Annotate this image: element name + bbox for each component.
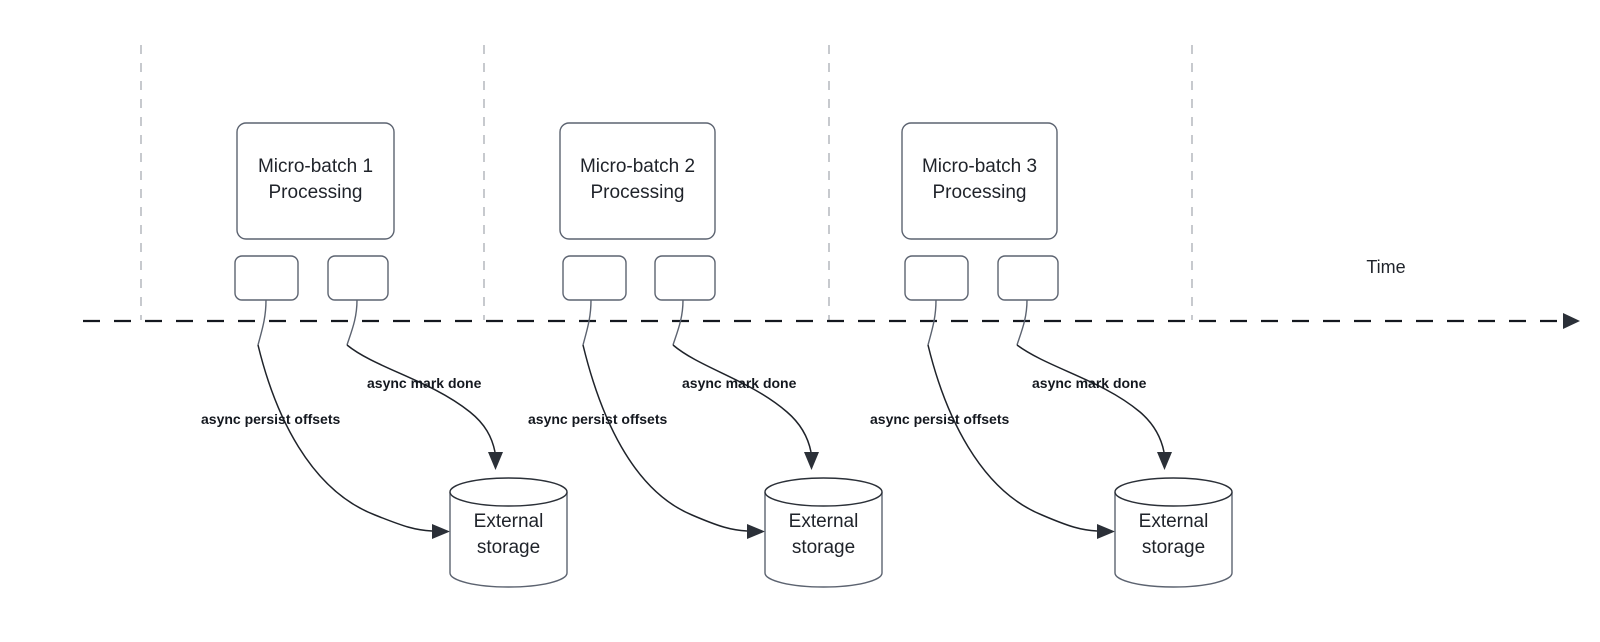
external-storage-1-top: [449, 477, 568, 507]
timeline-axis: Time: [83, 257, 1580, 329]
microbatch-1-label-line1: Micro-batch 1: [258, 156, 373, 177]
microbatch-1-mark-done-arrowhead-icon: [488, 452, 503, 470]
group-2: Micro-batch 2 Processing async persist o…: [528, 122, 883, 588]
microbatch-3-connector-left: [927, 299, 937, 346]
microbatch-1-persist-offsets-edge: [257, 344, 433, 532]
time-axis-label: Time: [1366, 257, 1405, 277]
microbatch-3-persist-offsets-label: async persist offsets: [870, 411, 1009, 427]
microbatch-2-label-line1: Micro-batch 2: [580, 156, 695, 177]
external-storage-1-label-line1: External: [474, 511, 544, 532]
timeline-arrowhead-icon: [1563, 313, 1580, 329]
external-storage-3-label-line2: storage: [1142, 537, 1205, 558]
group-3: Micro-batch 3 Processing async persist o…: [870, 122, 1233, 588]
microbatch-1-task-box-left[interactable]: [234, 255, 299, 301]
microbatch-2-mark-done-label: async mark done: [682, 375, 797, 391]
external-storage-2-body: [764, 492, 883, 588]
microbatch-1-mark-done-label: async mark done: [367, 375, 482, 391]
external-storage-2-label-line2: storage: [792, 537, 855, 558]
external-storage-1-label-line2: storage: [477, 537, 540, 558]
external-storage-2-top: [764, 477, 883, 507]
external-storage-3-top: [1114, 477, 1233, 507]
microbatch-2-connector-left: [582, 299, 592, 346]
microbatch-3-connector-right: [1016, 299, 1028, 346]
microbatch-2-box[interactable]: [559, 122, 716, 240]
microbatch-1-persist-offsets-label: async persist offsets: [201, 411, 340, 427]
microbatch-2-mark-done-edge: [672, 344, 812, 453]
microbatch-1-box[interactable]: [236, 122, 395, 240]
microbatch-1-task-box-right[interactable]: [327, 255, 389, 301]
external-storage-3-body: [1114, 492, 1233, 588]
group-1: Micro-batch 1 Processing async persist o…: [201, 122, 568, 588]
microbatch-1-connector-left: [257, 299, 267, 346]
microbatch-2-task-box-left[interactable]: [562, 255, 627, 301]
external-storage-1-body: [449, 492, 568, 588]
external-storage-3-label-line1: External: [1139, 511, 1209, 532]
microbatch-2-persist-offsets-edge: [582, 344, 748, 532]
microbatch-3-task-box-right[interactable]: [997, 255, 1059, 301]
microbatch-2-persist-offsets-arrowhead-icon: [747, 524, 765, 539]
microbatch-3-label-line2: Processing: [933, 182, 1027, 203]
microbatch-1-connector-right: [346, 299, 358, 346]
microbatch-1-mark-done-edge: [346, 344, 496, 453]
microbatch-3-task-box-left[interactable]: [904, 255, 969, 301]
microbatch-3-mark-done-edge: [1016, 344, 1165, 453]
microbatch-2-persist-offsets-label: async persist offsets: [528, 411, 667, 427]
microbatch-3-label-line1: Micro-batch 3: [922, 156, 1037, 177]
microbatch-2-mark-done-arrowhead-icon: [804, 452, 819, 470]
microbatch-3-mark-done-label: async mark done: [1032, 375, 1147, 391]
microbatch-3-persist-offsets-arrowhead-icon: [1097, 524, 1115, 539]
microbatch-1-label-line2: Processing: [269, 182, 363, 203]
microbatch-3-persist-offsets-edge: [927, 344, 1098, 532]
microbatch-3-box[interactable]: [901, 122, 1058, 240]
microbatch-2-task-box-right[interactable]: [654, 255, 716, 301]
microbatch-1-persist-offsets-arrowhead-icon: [432, 524, 450, 539]
microbatch-2-connector-right: [672, 299, 684, 346]
microbatch-3-mark-done-arrowhead-icon: [1157, 452, 1172, 470]
microbatch-2-label-line2: Processing: [591, 182, 685, 203]
external-storage-2-label-line1: External: [789, 511, 859, 532]
